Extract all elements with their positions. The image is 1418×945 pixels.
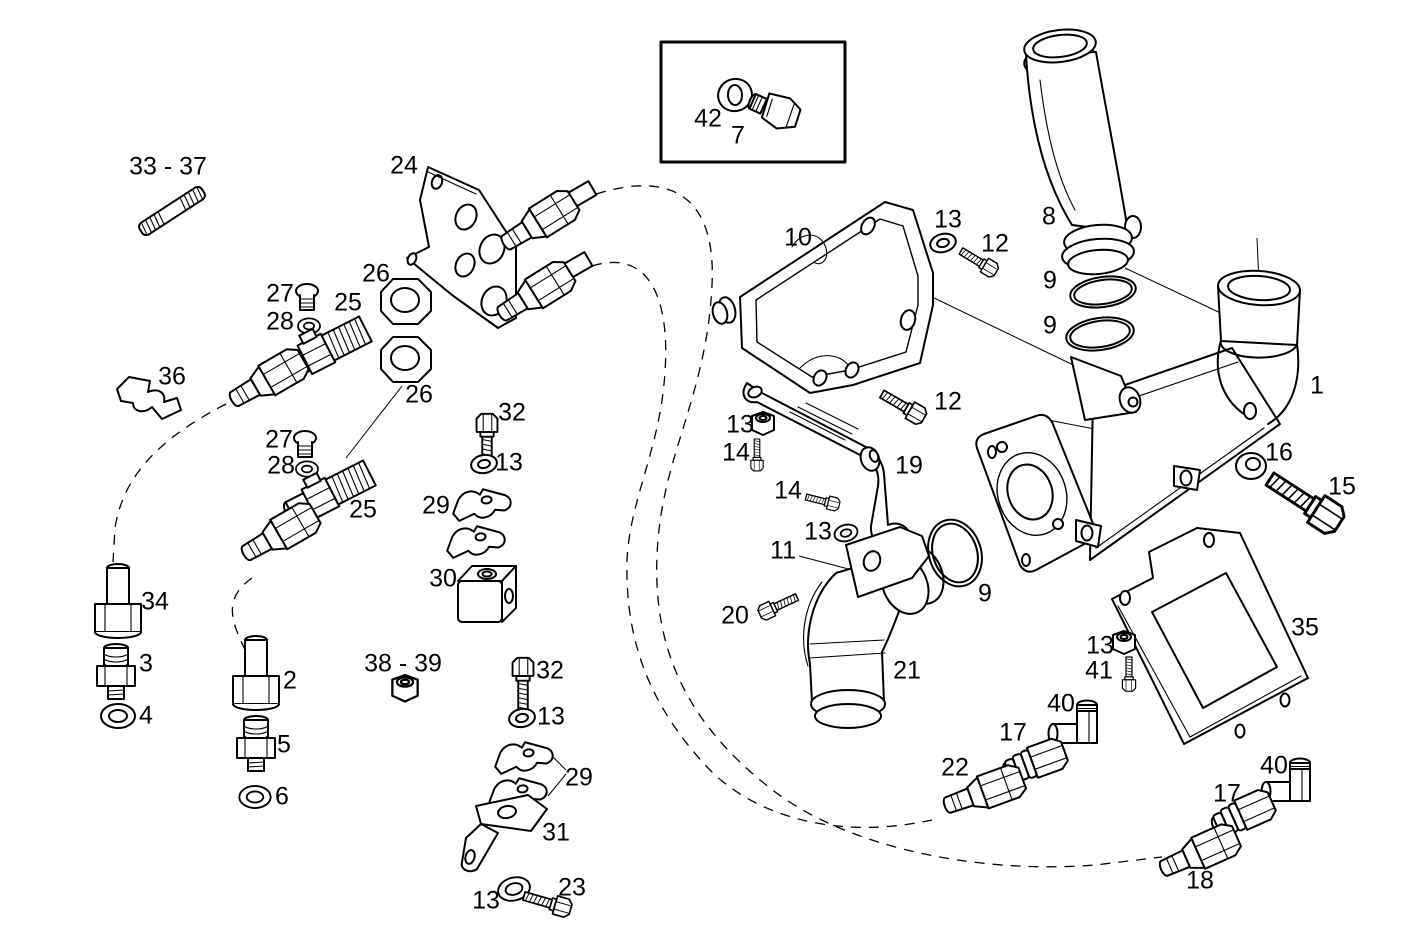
part-30-clamp-block — [457, 565, 517, 623]
part-35-mounting-bracket — [1111, 527, 1309, 745]
callout-17: 17 — [1213, 779, 1241, 808]
callout-36: 36 — [158, 362, 186, 391]
callout-17: 17 — [999, 718, 1027, 747]
callout-8: 8 — [1042, 202, 1056, 231]
callout-3: 3 — [139, 649, 153, 678]
callout-6: 6 — [275, 782, 289, 811]
callout-26: 26 — [362, 259, 390, 288]
callout-24: 24 — [390, 151, 418, 180]
part-16-washer — [1235, 452, 1267, 480]
callout-12: 12 — [981, 229, 1009, 258]
callout-18: 18 — [1186, 866, 1214, 895]
callout-22: 22 — [941, 753, 969, 782]
callout-40: 40 — [1260, 751, 1288, 780]
callout-38-39: 38 - 39 — [364, 649, 442, 678]
part-9-o-ring — [927, 518, 983, 588]
callout-25: 25 — [334, 288, 362, 317]
callout-21: 21 — [893, 656, 921, 685]
callout-11: 11 — [770, 536, 796, 565]
callout-23: 23 — [558, 873, 586, 902]
callout-32: 32 — [498, 398, 526, 427]
part-8-curved-pipe — [1023, 28, 1142, 276]
callout-29: 29 — [422, 491, 450, 520]
callout-1: 1 — [1310, 371, 1324, 400]
callout-14: 14 — [722, 438, 750, 467]
callout-40: 40 — [1047, 689, 1075, 718]
callout-2: 2 — [283, 666, 297, 695]
callout-9: 9 — [978, 579, 992, 608]
callout-4: 4 — [139, 701, 153, 730]
part-1-housing — [975, 269, 1301, 573]
callout-13: 13 — [537, 702, 565, 731]
callout-19: 19 — [895, 451, 923, 480]
callout-20: 20 — [721, 601, 749, 630]
callout-13: 13 — [726, 410, 754, 439]
callout-29: 29 — [565, 763, 593, 792]
callout-14: 14 — [774, 476, 802, 505]
part-21-elbow-pipe — [803, 555, 909, 729]
callout-31: 31 — [542, 818, 570, 847]
part-31-bracket — [460, 794, 548, 873]
part-9-o-ring — [1065, 275, 1137, 352]
part-33-37-stud — [138, 185, 206, 237]
callout-13: 13 — [934, 205, 962, 234]
part-7-plug — [747, 92, 802, 130]
callout-35: 35 — [1291, 613, 1319, 642]
inset-box — [659, 40, 847, 164]
callout-10: 10 — [784, 223, 812, 252]
leader-lines — [345, 385, 861, 797]
callout-5: 5 — [277, 730, 291, 759]
callout-9: 9 — [1043, 311, 1057, 340]
part-42-washer — [717, 77, 753, 113]
part-10-cover-plate — [711, 201, 934, 394]
callout-28: 28 — [267, 451, 295, 480]
callout-13: 13 — [472, 886, 500, 915]
callout-7: 7 — [731, 121, 745, 150]
callout-13: 13 — [804, 517, 832, 546]
part-36-clip — [116, 376, 182, 420]
hose-routing-dashed — [112, 185, 1163, 868]
callout-41: 41 — [1085, 656, 1113, 685]
callout-15: 15 — [1328, 472, 1356, 501]
callout-25: 25 — [349, 495, 377, 524]
callout-34: 34 — [141, 587, 169, 616]
callout-9: 9 — [1043, 266, 1057, 295]
callout-16: 16 — [1265, 438, 1293, 467]
callout-30: 30 — [429, 564, 457, 593]
callout-26: 26 — [405, 380, 433, 409]
callout-13: 13 — [1086, 631, 1114, 660]
callout-27: 27 — [265, 425, 293, 454]
callout-28: 28 — [266, 307, 294, 336]
callout-33-37: 33 - 37 — [129, 152, 207, 181]
callout-13: 13 — [495, 448, 523, 477]
part-24-bracket — [406, 166, 517, 329]
callout-27: 27 — [266, 279, 294, 308]
callout-42: 42 — [694, 104, 722, 133]
callout-12: 12 — [934, 387, 962, 416]
part-11-flanged-connection — [845, 526, 945, 615]
callout-32: 32 — [536, 656, 564, 685]
